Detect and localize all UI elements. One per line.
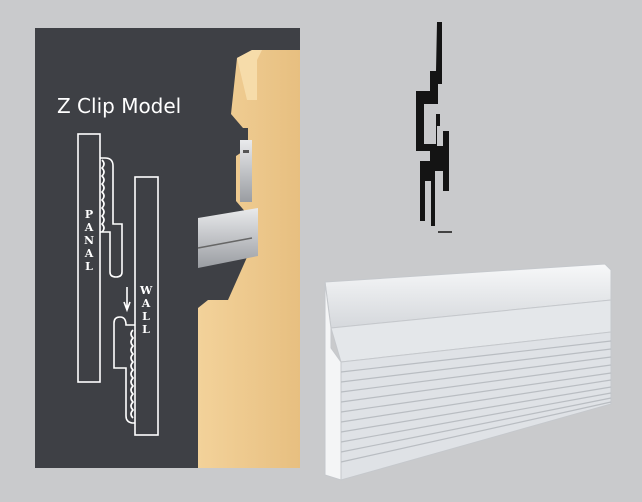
panel-clip — [100, 157, 123, 278]
wall-label: WALL — [140, 284, 153, 336]
wall-outline — [134, 176, 159, 436]
profile-cross-section — [416, 22, 449, 226]
arrow-down-icon — [123, 287, 131, 313]
metal-clip-lower — [197, 208, 258, 268]
teeth-lower — [130, 329, 135, 419]
metal-clip-upper — [240, 140, 252, 202]
panel-outline — [77, 133, 101, 383]
panel-label: PANAL — [83, 208, 95, 273]
wood-top-face — [237, 50, 262, 100]
diagram-title: Z Clip Model — [57, 94, 182, 118]
z-clip-schematic — [77, 133, 159, 436]
white-extrusion — [324, 263, 612, 481]
teeth-upper — [100, 159, 105, 233]
wall-clip — [113, 316, 135, 424]
wood-panel — [198, 50, 300, 468]
